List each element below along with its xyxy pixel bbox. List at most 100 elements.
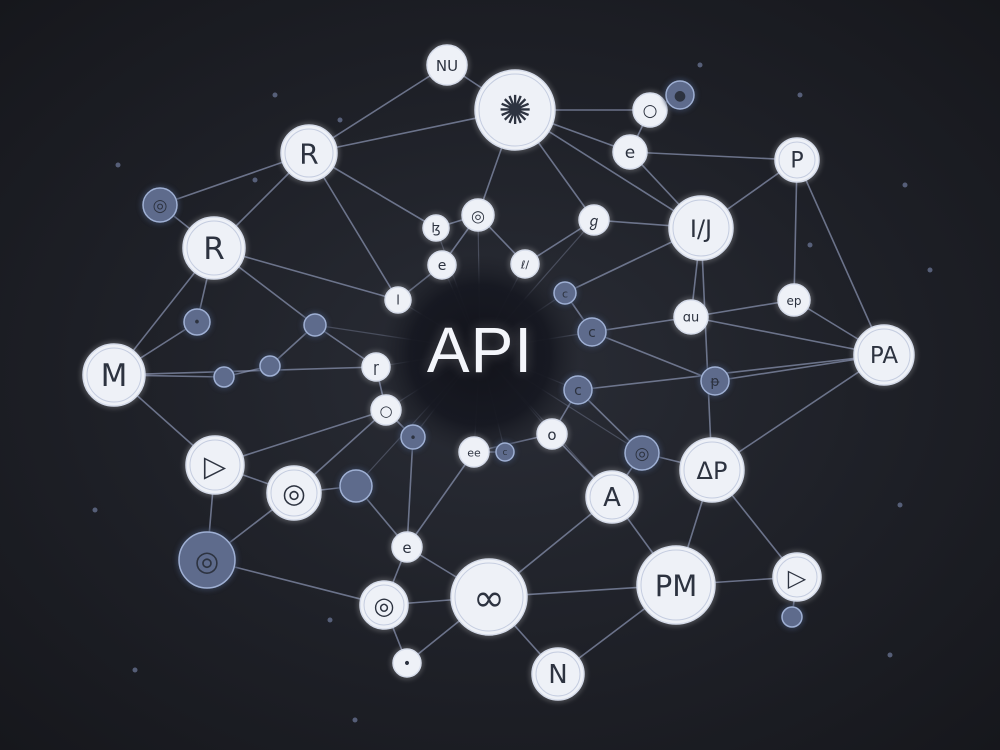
node-glyph: A (603, 483, 621, 513)
network-node: ○ (368, 392, 404, 428)
node-glyph: e (625, 143, 635, 163)
network-node (301, 311, 329, 339)
network-edge (629, 151, 798, 161)
node-glyph: c (588, 325, 596, 341)
node-glyph: ○ (643, 101, 658, 121)
background-dot (897, 502, 903, 508)
node-glyph: ○ (379, 402, 392, 420)
node-circle (213, 366, 235, 388)
node-glyph: ▷ (788, 564, 807, 592)
node-circle (422, 214, 450, 242)
node-glyph: ◎ (153, 196, 168, 216)
network-edge (796, 159, 885, 356)
node-glyph: ℓ/ (520, 259, 530, 272)
node-glyph: PM (655, 569, 698, 603)
node-circle (632, 92, 668, 128)
node-glyph: ▷ (204, 449, 227, 483)
background-dot (927, 267, 933, 273)
node-circle (563, 375, 593, 405)
node-circle (280, 124, 338, 182)
background-dot (352, 717, 358, 723)
node-glyph: ɑu (683, 311, 700, 326)
node-circle (665, 80, 695, 110)
node-glyph: ∞ (473, 576, 505, 620)
network-node: ● (663, 78, 697, 112)
node-glyph: e (438, 258, 447, 274)
node-circle (474, 69, 556, 151)
network-node: P (772, 135, 822, 185)
background-dot (252, 177, 258, 183)
network-edge (406, 436, 414, 548)
network-node: A (583, 468, 641, 526)
node-circle (612, 134, 648, 170)
background-dot (115, 162, 121, 168)
background-dot (132, 667, 138, 673)
network-node: ᵽ (698, 364, 732, 398)
network-node (779, 604, 805, 630)
node-circle (461, 198, 495, 232)
node-glyph: ◎ (195, 545, 219, 578)
network-node: ◎ (140, 185, 180, 225)
network-node: l (382, 284, 414, 316)
node-circle (359, 580, 409, 630)
node-inner-ring (589, 474, 635, 520)
node-circle (781, 606, 803, 628)
network-node: ɮ (420, 212, 452, 244)
node-circle (853, 324, 915, 386)
node-circle (426, 44, 468, 86)
node-glyph: ◎ (374, 592, 395, 620)
network-node: e (610, 132, 650, 172)
node-circle (392, 648, 422, 678)
node-glyph: ℊ (586, 212, 601, 231)
network-node: c (493, 440, 517, 464)
node-glyph: l (396, 294, 400, 309)
node-inner-ring (535, 651, 581, 697)
network-node: ℊ (576, 202, 612, 238)
network-node: ▷ (770, 550, 824, 604)
network-node: ee (456, 434, 492, 470)
node-inner-ring (454, 562, 524, 632)
background-dot (807, 242, 813, 248)
node-glyph: ● (674, 88, 686, 104)
node-circle (458, 436, 490, 468)
node-glyph: c (574, 383, 582, 399)
node-circle (578, 204, 610, 236)
network-node: • (390, 646, 424, 680)
node-inner-ring (189, 439, 241, 491)
node-glyph: • (193, 316, 201, 331)
node-glyph: ΔP (697, 457, 728, 485)
node-circle (536, 418, 568, 450)
network-node: N (529, 645, 587, 703)
network-node: I/J (666, 193, 736, 263)
node-circle (777, 283, 811, 317)
node-circle (577, 317, 607, 347)
node-circle (427, 250, 457, 280)
node-circle (303, 313, 327, 337)
node-glyph: R (203, 231, 225, 267)
network-node: c (575, 315, 609, 349)
node-circle (182, 216, 246, 280)
node-circle (400, 424, 426, 450)
node-glyph: P (790, 149, 803, 174)
node-circle (495, 442, 515, 462)
node-inner-ring (778, 141, 816, 179)
network-node: R (180, 214, 248, 282)
node-circle (183, 308, 211, 336)
node-circle (673, 299, 709, 335)
network-node: e (425, 248, 459, 282)
node-circle (774, 137, 820, 183)
background-dot (797, 92, 803, 98)
background-dot (272, 92, 278, 98)
node-inner-ring (363, 584, 405, 626)
node-glyph: M (101, 358, 128, 394)
background-dot (327, 617, 333, 623)
network-edge (577, 354, 885, 391)
node-inner-ring (186, 220, 242, 276)
node-circle (178, 531, 236, 589)
node-glyph: N (548, 660, 567, 690)
network-node: ∞ (448, 556, 530, 638)
network-node: PM (634, 543, 718, 627)
node-circle (384, 286, 412, 314)
background-dot (887, 652, 893, 658)
